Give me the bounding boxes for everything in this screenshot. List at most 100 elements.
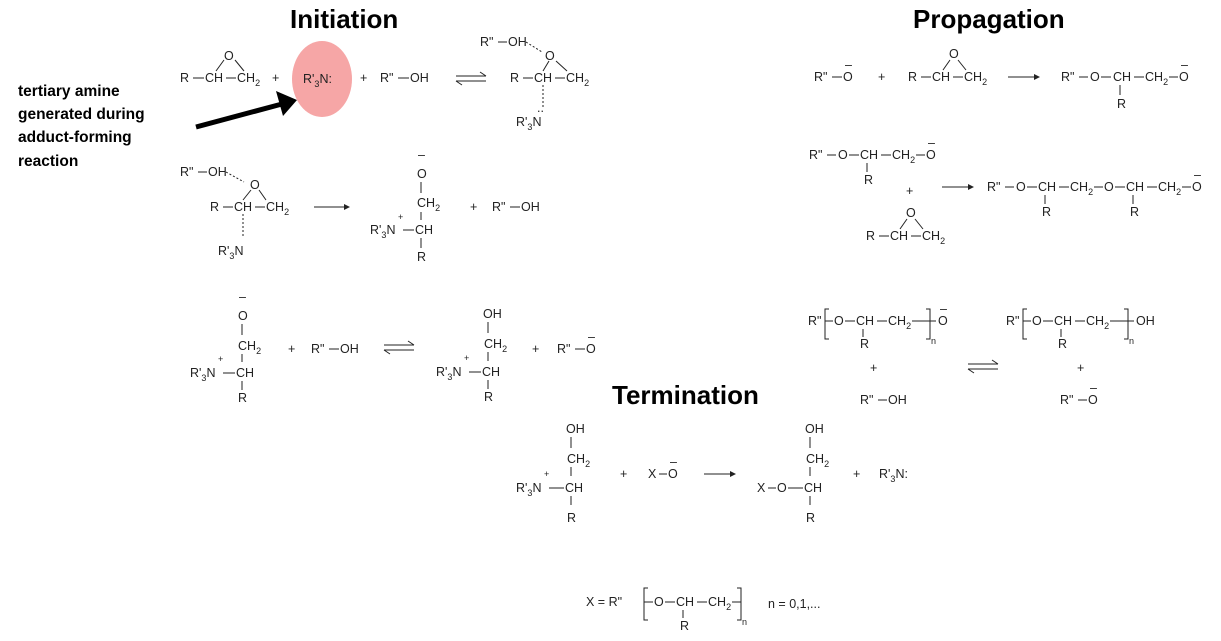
svg-text:R: R bbox=[1058, 337, 1067, 351]
svg-text:–: – bbox=[1181, 58, 1188, 72]
svg-text:R": R" bbox=[987, 180, 1000, 194]
hydroxy-ammonium-reactant: OH CH2 R'3N + CH R bbox=[516, 422, 590, 525]
svg-text:–: – bbox=[1090, 381, 1097, 395]
n-values: n = 0,1,... bbox=[768, 597, 820, 611]
svg-text:OH: OH bbox=[340, 342, 359, 356]
svg-text:R": R" bbox=[814, 70, 827, 84]
forward-arrow-term bbox=[704, 471, 736, 477]
svg-text:O: O bbox=[838, 148, 848, 162]
svg-text:O: O bbox=[1090, 70, 1100, 84]
svg-text:R: R bbox=[1042, 205, 1051, 219]
svg-text:R": R" bbox=[860, 393, 873, 407]
equilibrium-arrow-3 bbox=[383, 340, 415, 355]
svg-text:O: O bbox=[938, 314, 948, 328]
polymer-alcohol: R" O CH R CH2 n OH bbox=[1006, 308, 1155, 351]
svg-text:CH: CH bbox=[234, 200, 252, 214]
svg-text:R": R" bbox=[1060, 393, 1073, 407]
svg-text:R": R" bbox=[492, 200, 505, 214]
svg-text:CH2: CH2 bbox=[922, 229, 945, 246]
equilibrium-arrow-prop-3 bbox=[967, 359, 999, 374]
svg-text:R: R bbox=[1130, 205, 1139, 219]
svg-text:O: O bbox=[654, 595, 664, 609]
svg-text:n: n bbox=[1129, 336, 1134, 346]
initiation-step-1: R CH CH2 O + R'3N: + R" OH R" bbox=[180, 35, 589, 132]
annotation-line-3: adduct-forming bbox=[18, 129, 132, 146]
activated-complex-2: R" OH O R CH CH2 R'3N bbox=[180, 165, 289, 261]
svg-text:R: R bbox=[567, 511, 576, 525]
svg-text:+: + bbox=[906, 184, 913, 198]
zwitterion-product: – O CH2 R'3N + CH R bbox=[370, 148, 440, 264]
svg-text:O: O bbox=[777, 481, 787, 495]
svg-text:OH: OH bbox=[208, 165, 227, 179]
svg-text:R": R" bbox=[311, 342, 324, 356]
tertiary-amine-highlight: R'3N: bbox=[292, 41, 352, 117]
svg-text:R'3N: R'3N bbox=[436, 365, 461, 382]
svg-text:+: + bbox=[398, 212, 403, 222]
released-amine: R'3N: bbox=[879, 467, 908, 484]
svg-text:CH: CH bbox=[534, 71, 552, 85]
heading-initiation: Initiation bbox=[290, 4, 398, 34]
svg-text:CH: CH bbox=[236, 366, 254, 380]
svg-text:CH2: CH2 bbox=[417, 196, 440, 213]
svg-text:CH2: CH2 bbox=[806, 452, 829, 469]
svg-text:R: R bbox=[238, 391, 247, 405]
svg-text:–: – bbox=[239, 290, 246, 304]
svg-text:X: X bbox=[648, 467, 657, 481]
svg-text:R: R bbox=[510, 71, 519, 85]
svg-text:O: O bbox=[949, 47, 959, 61]
svg-text:CH2: CH2 bbox=[237, 71, 260, 88]
svg-text:CH2: CH2 bbox=[888, 314, 911, 331]
svg-text:O: O bbox=[238, 309, 248, 323]
svg-text:R": R" bbox=[480, 35, 493, 49]
svg-text:–: – bbox=[928, 136, 935, 150]
svg-text:–: – bbox=[588, 330, 595, 344]
svg-text:CH: CH bbox=[676, 595, 694, 609]
svg-text:+: + bbox=[620, 467, 627, 481]
svg-text:CH2: CH2 bbox=[484, 337, 507, 354]
epoxide-prop-1: R CH CH2 O bbox=[908, 47, 987, 87]
svg-text:O: O bbox=[1088, 393, 1098, 407]
svg-text:CH: CH bbox=[932, 70, 950, 84]
svg-text:CH: CH bbox=[890, 229, 908, 243]
svg-text:OH: OH bbox=[508, 35, 527, 49]
svg-text:R'3N: R'3N bbox=[516, 115, 541, 132]
svg-text:–: – bbox=[1194, 168, 1201, 182]
forward-arrow-prop-1 bbox=[1008, 74, 1040, 80]
dimer-alkoxide-product: R" O CH R CH2 O CH R CH2 O – bbox=[987, 168, 1202, 219]
svg-text:O: O bbox=[1192, 180, 1202, 194]
termination-step: OH CH2 R'3N + CH R + X O – OH CH2 X bbox=[516, 422, 908, 525]
alkoxide-byproduct: R" O – bbox=[1060, 381, 1098, 407]
svg-text:R": R" bbox=[1061, 70, 1074, 84]
svg-text:CH: CH bbox=[860, 148, 878, 162]
svg-text:+: + bbox=[288, 342, 295, 356]
svg-text:R: R bbox=[210, 200, 219, 214]
svg-text:OH: OH bbox=[483, 307, 502, 321]
svg-text:CH2: CH2 bbox=[1145, 70, 1168, 87]
svg-text:OH: OH bbox=[1136, 314, 1155, 328]
svg-text:CH: CH bbox=[205, 71, 223, 85]
svg-text:R": R" bbox=[809, 148, 822, 162]
svg-text:CH: CH bbox=[1038, 180, 1056, 194]
svg-text:O: O bbox=[586, 342, 596, 356]
svg-text:R: R bbox=[908, 70, 917, 84]
svg-text:CH2: CH2 bbox=[238, 339, 261, 356]
svg-text:O: O bbox=[926, 148, 936, 162]
annotation-line-1: tertiary amine bbox=[18, 83, 120, 100]
svg-text:OH: OH bbox=[521, 200, 540, 214]
svg-text:CH2: CH2 bbox=[1070, 180, 1093, 197]
svg-text:R'3N: R'3N bbox=[218, 244, 243, 261]
svg-text:R'3N: R'3N bbox=[516, 481, 541, 498]
svg-text:..: .. bbox=[537, 101, 544, 115]
heading-termination: Termination bbox=[612, 380, 759, 410]
svg-text:CH: CH bbox=[565, 481, 583, 495]
svg-text:R'3N: R'3N bbox=[370, 223, 395, 240]
svg-text:–: – bbox=[940, 302, 947, 316]
svg-text:OH: OH bbox=[566, 422, 585, 436]
propagation-step-1: R" O – + R CH CH2 O R" O CH R CH2 bbox=[814, 47, 1189, 111]
svg-text:R: R bbox=[180, 71, 189, 85]
svg-text:O: O bbox=[545, 49, 555, 63]
svg-text:OH: OH bbox=[410, 71, 429, 85]
svg-text:+: + bbox=[878, 70, 885, 84]
propagation-step-2: R" O CH R CH2 O – + R CH CH2 O bbox=[809, 136, 1202, 246]
